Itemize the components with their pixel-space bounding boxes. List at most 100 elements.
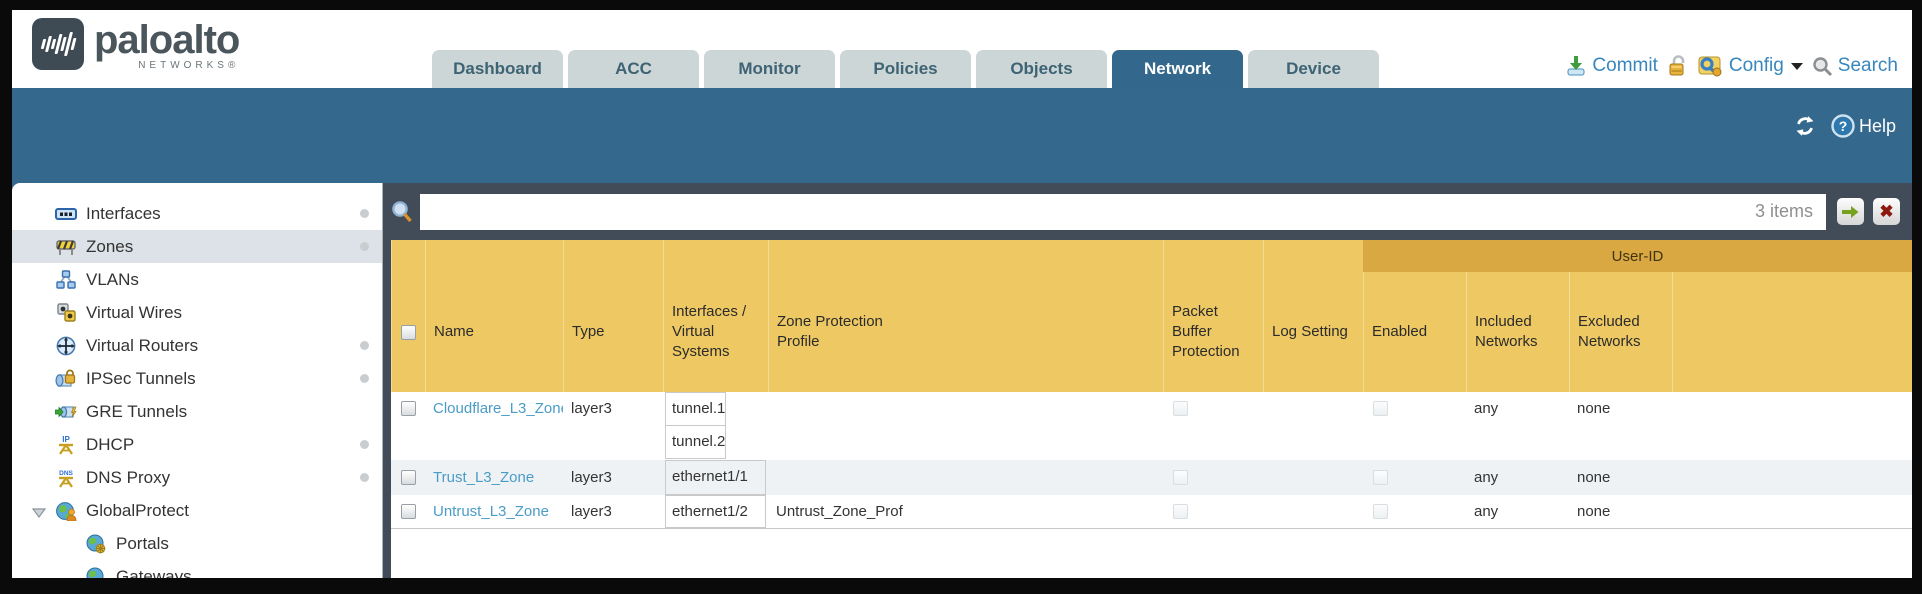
help-label: Help [1858, 115, 1896, 136]
excluded-networks-cell: none [1577, 469, 1611, 486]
table-row: Untrust_L3_Zone layer3 ethernet1/2 Untru… [391, 495, 1912, 529]
zone-name-link[interactable]: Cloudflare_L3_Zone [433, 400, 563, 417]
tab-device[interactable]: Device [1248, 50, 1379, 88]
zone-name-cell: Untrust_L3_Zone [425, 495, 563, 528]
excluded-networks-cell: none [1577, 400, 1611, 417]
column-header-enabled[interactable]: Enabled [1363, 240, 1466, 392]
brand-text: paloalto NETWORKS® [94, 18, 240, 71]
column-header-packet-buffer-protection[interactable]: Packet Buffer Protection [1163, 240, 1263, 392]
clear-filter-button[interactable]: ✖ [1873, 198, 1900, 225]
apply-filter-button[interactable] [1837, 198, 1864, 225]
sidebar-item-vlans[interactable]: VLANs [12, 263, 382, 296]
interface-entry[interactable]: tunnel.2 [665, 425, 727, 459]
sidebar-item-dhcp[interactable]: IP DHCP [12, 428, 382, 461]
zone-name-link[interactable]: Untrust_L3_Zone [433, 503, 549, 520]
log-setting-cell [1263, 460, 1363, 495]
column-header-zone-protection-profile[interactable]: Zone Protection Profile [768, 240, 1163, 392]
main-tabs: Dashboard ACC Monitor Policies Objects N… [432, 50, 1379, 88]
vlans-icon [55, 270, 77, 290]
expand-triangle-icon[interactable] [31, 504, 47, 524]
included-networks-cell: any [1474, 400, 1499, 417]
sidebar-item-dns-proxy[interactable]: DNS DNS Proxy [12, 461, 382, 494]
column-header-interfaces[interactable]: Interfaces / Virtual Systems [663, 240, 768, 392]
config-menu[interactable]: Config [1698, 54, 1803, 78]
sidebar-item-label: Virtual Routers [86, 335, 199, 355]
network-sidebar: Interfaces Zones VLANs Vir [12, 183, 383, 578]
column-header-log-setting[interactable]: Log Setting [1263, 240, 1363, 392]
commit-icon [1567, 56, 1585, 76]
lock-icon[interactable] [1667, 54, 1689, 78]
log-setting-cell [1263, 495, 1363, 528]
packet-buffer-protection-cell [1163, 495, 1263, 528]
app-window: paloalto NETWORKS® Dashboard ACC Monitor… [12, 10, 1912, 578]
enabled-checkbox[interactable] [1373, 401, 1388, 416]
sidebar-item-label: GRE Tunnels [86, 401, 188, 421]
filter-input[interactable] [420, 193, 1826, 230]
user-id-enabled-cell [1363, 460, 1466, 495]
column-header-excluded-networks[interactable]: Excluded Networks [1569, 240, 1672, 392]
row-select-cell [391, 460, 425, 495]
interface-entry[interactable]: ethernet1/1 [665, 460, 766, 495]
packet-buffer-checkbox[interactable] [1173, 401, 1188, 416]
status-dot [360, 242, 369, 251]
virtual-wires-icon [55, 303, 77, 323]
sidebar-item-label: Virtual Wires [86, 302, 183, 322]
sidebar-item-gre-tunnels[interactable]: GRE Tunnels [12, 395, 382, 428]
select-all-checkbox[interactable] [401, 324, 416, 340]
enabled-checkbox[interactable] [1373, 504, 1388, 519]
sidebar-item-label: Portals [116, 533, 169, 553]
table-row: Trust_L3_Zone layer3 ethernet1/1 any non… [391, 460, 1912, 495]
zone-name-cell: Trust_L3_Zone [425, 460, 563, 495]
sidebar-item-label: IPSec Tunnels [86, 368, 196, 388]
tab-monitor[interactable]: Monitor [704, 50, 835, 88]
tab-objects[interactable]: Objects [976, 50, 1107, 88]
refresh-icon[interactable] [1793, 115, 1817, 137]
sidebar-item-portals[interactable]: Portals [12, 527, 382, 560]
dns-proxy-icon: DNS [55, 468, 77, 488]
excluded-networks-cell: none [1577, 503, 1611, 520]
help-icon: ? [1831, 114, 1855, 138]
column-header-name[interactable]: Name [425, 240, 563, 392]
sidebar-item-gateways[interactable]: Gateways [12, 560, 382, 578]
sidebar-item-label: DNS Proxy [86, 467, 171, 487]
row-select-cell [391, 392, 425, 460]
sidebar-item-label: Zones [86, 236, 134, 256]
row-checkbox[interactable] [400, 504, 416, 519]
column-header-included-networks[interactable]: Included Networks [1466, 240, 1569, 392]
enabled-checkbox[interactable] [1373, 470, 1388, 485]
svg-text:IP: IP [62, 435, 70, 444]
help-button[interactable]: ? Help [1831, 114, 1896, 138]
column-header-type[interactable]: Type [563, 240, 663, 392]
sidebar-item-ipsec-tunnels[interactable]: IPSec Tunnels [12, 362, 382, 395]
logo-bars-icon [39, 32, 78, 56]
interface-entry[interactable]: tunnel.1 [665, 392, 727, 426]
filler-cell [1672, 460, 1912, 495]
sidebar-item-zones[interactable]: Zones [12, 230, 382, 263]
commit-button[interactable]: Commit [1565, 55, 1658, 77]
packet-buffer-checkbox[interactable] [1173, 470, 1188, 485]
tab-policies[interactable]: Policies [840, 50, 971, 88]
zones-main-panel: 3 items ✖ User-ID [383, 183, 1912, 578]
filter-search-icon [392, 200, 412, 222]
sidebar-item-label: Interfaces [86, 203, 161, 223]
row-checkbox[interactable] [400, 470, 416, 485]
red-x-icon: ✖ [1879, 202, 1894, 221]
interfaces-cell: tunnel.1 tunnel.2 [663, 392, 768, 460]
packet-buffer-checkbox[interactable] [1173, 504, 1188, 519]
filter-input-wrap: 3 items [420, 193, 1826, 230]
zone-name-link[interactable]: Trust_L3_Zone [433, 469, 535, 486]
row-checkbox[interactable] [400, 401, 416, 416]
tab-dashboard[interactable]: Dashboard [432, 50, 563, 88]
sidebar-item-virtual-routers[interactable]: Virtual Routers [12, 329, 382, 362]
interface-entry[interactable]: ethernet1/2 [665, 495, 766, 528]
zones-icon [55, 237, 77, 257]
sidebar-item-virtual-wires[interactable]: Virtual Wires [12, 296, 382, 329]
filler-cell [1672, 392, 1912, 460]
interfaces-cell: ethernet1/1 [663, 460, 768, 495]
sidebar-item-interfaces[interactable]: Interfaces [12, 197, 382, 230]
tab-network[interactable]: Network [1112, 50, 1243, 88]
sidebar-item-globalprotect[interactable]: GlobalProtect [12, 494, 382, 527]
global-search[interactable]: Search [1812, 55, 1898, 77]
brand-sub: NETWORKS® [138, 60, 240, 71]
tab-acc[interactable]: ACC [568, 50, 699, 88]
